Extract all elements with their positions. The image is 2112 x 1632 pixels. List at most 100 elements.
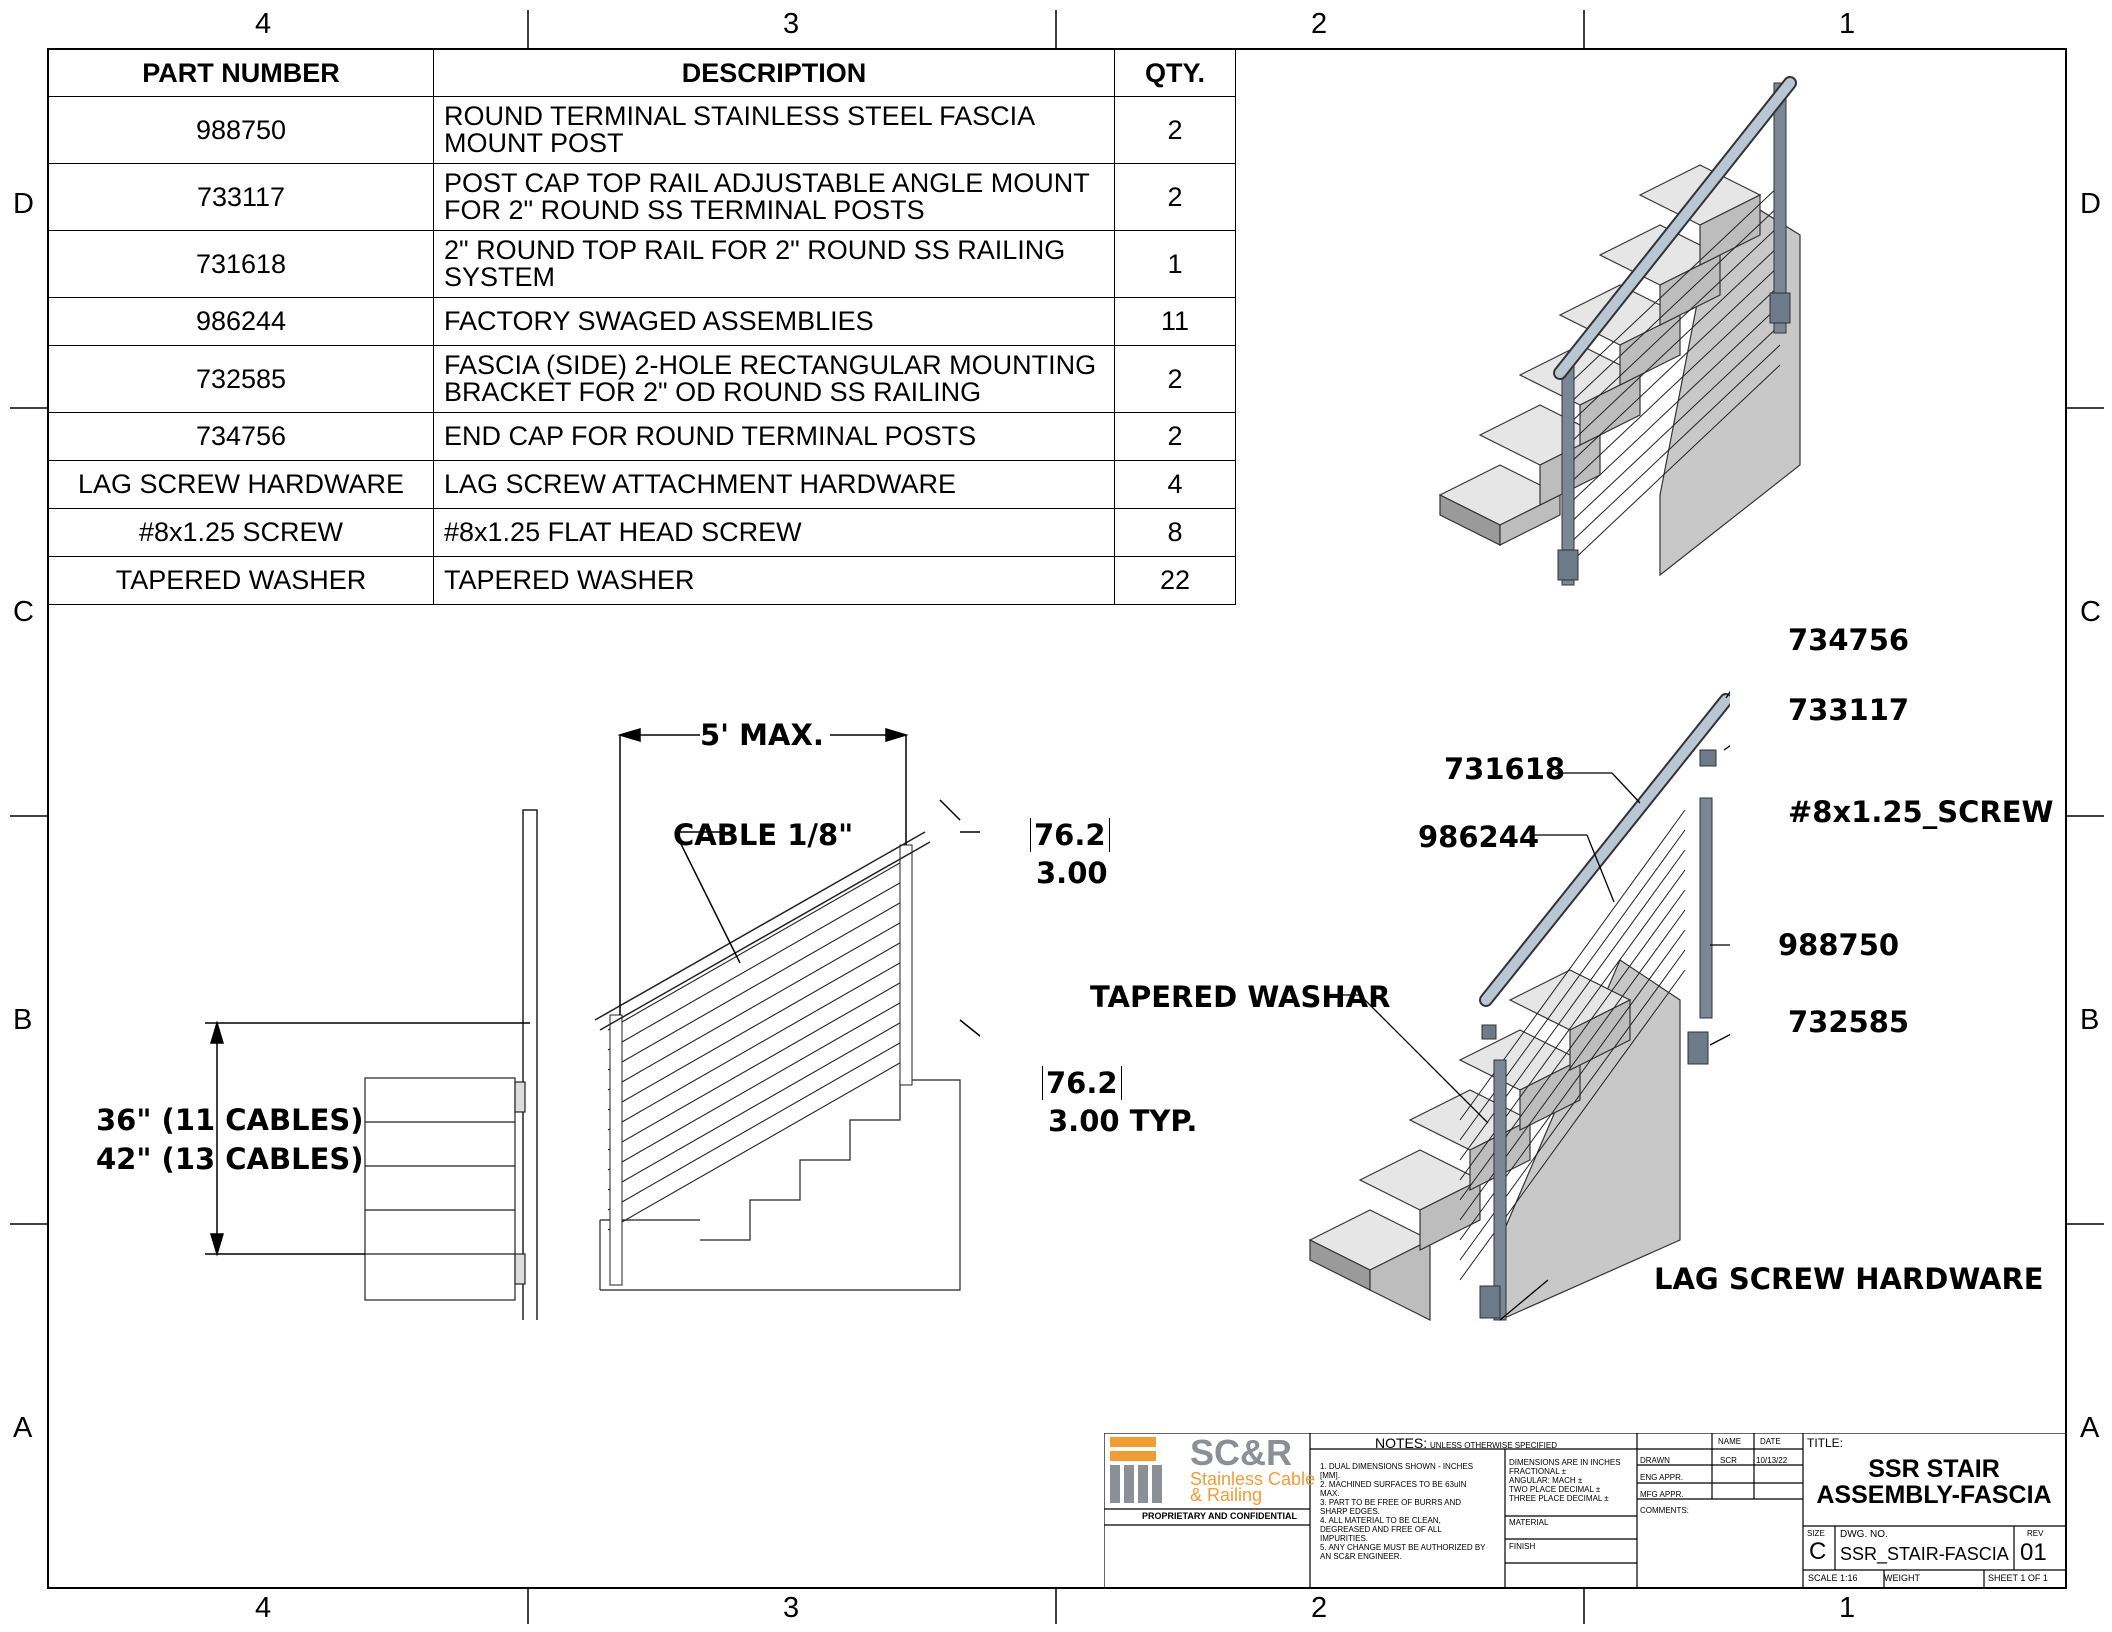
note-item: 4. ALL MATERIAL TO BE CLEAN, DEGREASED A… — [1320, 1516, 1442, 1543]
bom-qty: 2 — [1114, 96, 1236, 164]
bom-qty: 4 — [1114, 460, 1236, 509]
bom-header-row: PART NUMBER DESCRIPTION QTY. — [48, 49, 1236, 97]
bom-qty: 2 — [1114, 345, 1236, 413]
tolerance-list: DIMENSIONS ARE IN INCHES FRACTIONAL ± AN… — [1509, 1458, 1635, 1503]
exploded-view — [1308, 690, 1730, 1321]
dim-height-36: 36" (11 CABLES) — [96, 1103, 364, 1137]
zone-col-3-top: 3 — [783, 8, 800, 40]
sheet-label: SHEET 1 OF 1 — [1988, 1573, 2048, 1583]
proprietary-label: PROPRIETARY AND CONFIDENTIAL — [1142, 1511, 1298, 1521]
logo-subtitle-1: Stainless Cable — [1190, 1469, 1316, 1489]
elevation-view — [205, 727, 980, 1320]
callout-tapered-washer: TAPERED WASHAR — [1090, 980, 1391, 1014]
zone-row-a-left: A — [13, 1412, 33, 1444]
callout-733117: 733117 — [1788, 693, 1910, 727]
title-block-frame — [1104, 1433, 2066, 1588]
logo-subtitle-2: & Railing — [1190, 1485, 1263, 1505]
zone-col-4-top: 4 — [255, 8, 272, 40]
bom-description: ROUND TERMINAL STAINLESS STEEL FASCIA MO… — [433, 96, 1115, 164]
callout-734756: 734756 — [1788, 623, 1910, 657]
bom-qty: 11 — [1114, 297, 1236, 346]
finish-label: FINISH — [1509, 1542, 1536, 1551]
bom-description: TAPERED WASHER — [433, 556, 1115, 605]
bom-description: END CAP FOR ROUND TERMINAL POSTS — [433, 412, 1115, 461]
bom-description: #8x1.25 FLAT HEAD SCREW — [433, 508, 1115, 557]
bom-part-number: 732585 — [48, 345, 434, 413]
revision: 01 — [2020, 1539, 2047, 1566]
drawing-title-line-2: ASSEMBLY-FASCIA — [1816, 1481, 2052, 1509]
isometric-assembled-view — [1438, 76, 1801, 586]
bom-qty: 8 — [1114, 508, 1236, 557]
top-rail — [1555, 78, 1795, 378]
bom-description: POST CAP TOP RAIL ADJUSTABLE ANGLE MOUNT… — [433, 163, 1115, 231]
note-item: 5. ANY CHANGE MUST BE AUTHORIZED BY AN S… — [1320, 1543, 1486, 1561]
dwg-no: SSR_STAIR-FASCIA — [1840, 1544, 2009, 1564]
drawn-name: SCR — [1720, 1456, 1737, 1465]
zone-row-b-left: B — [13, 1004, 33, 1036]
zone-row-a-right: A — [2080, 1412, 2100, 1444]
bom-part-number: 986244 — [48, 297, 434, 346]
tolerance-item: FRACTIONAL ± — [1509, 1467, 1566, 1476]
callout-732585: 732585 — [1788, 1005, 1910, 1039]
notes-list: 1. DUAL DIMENSIONS SHOWN - INCHES [MM]. … — [1320, 1462, 1488, 1561]
bom-description: 2" ROUND TOP RAIL FOR 2" ROUND SS RAILIN… — [433, 230, 1115, 298]
drawn-date: 10/13/22 — [1756, 1456, 1788, 1465]
zone-col-1-bottom: 1 — [1839, 1592, 1856, 1624]
material-label: MATERIAL — [1509, 1518, 1549, 1527]
dim-max-span: 5' MAX. — [700, 718, 824, 752]
rev-label: REV — [2027, 1529, 2044, 1538]
tolerance-item: TWO PLACE DECIMAL ± — [1509, 1485, 1601, 1494]
size-label: SIZE — [1807, 1529, 1825, 1538]
bom-qty: 2 — [1114, 163, 1236, 231]
post-right — [1773, 82, 1787, 334]
note-item: 2. MACHINED SURFACES TO BE 63uIN MAX. — [1320, 1480, 1467, 1498]
callout-lag-screw: LAG SCREW HARDWARE — [1654, 1262, 2044, 1296]
tolerance-item: ANGULAR: MACH ± — [1509, 1476, 1583, 1485]
tolerance-item: DIMENSIONS ARE IN INCHES — [1509, 1458, 1621, 1467]
dim-top-mm: 76.2 — [1030, 818, 1110, 852]
zone-col-4-bottom: 4 — [255, 1592, 272, 1624]
note-item: 1. DUAL DIMENSIONS SHOWN - INCHES [MM]. — [1320, 1462, 1474, 1480]
callout-986244: 986244 — [1418, 820, 1540, 854]
notes-title: NOTES: — [1375, 1435, 1428, 1451]
drawing-title: SSR STAIR ASSEMBLY-FASCIA — [1803, 1456, 2065, 1508]
drawing-title-line-1: SSR STAIR — [1868, 1455, 2000, 1483]
bom-part-number: 733117 — [48, 163, 434, 231]
note-item: 3. PART TO BE FREE OF BURRS AND SHARP ED… — [1320, 1498, 1462, 1516]
zone-row-c-right: C — [2080, 596, 2101, 628]
dwg-no-label: DWG. NO. — [1840, 1529, 1888, 1540]
bom-description: FACTORY SWAGED ASSEMBLIES — [433, 297, 1115, 346]
weight-label: WEIGHT — [1884, 1573, 1920, 1583]
cables — [1567, 184, 1781, 566]
name-header: NAME — [1718, 1437, 1742, 1446]
zone-row-c-left: C — [13, 596, 34, 628]
zone-col-2-bottom: 2 — [1311, 1592, 1328, 1624]
zone-row-d-left: D — [13, 188, 34, 220]
callout-988750: 988750 — [1778, 928, 1900, 962]
bom-header-part: PART NUMBER — [48, 49, 434, 97]
zone-col-3-bottom: 3 — [783, 1592, 800, 1624]
dim-cable-size: CABLE 1/8" — [673, 818, 854, 852]
tolerance-item: THREE PLACE DECIMAL ± — [1509, 1494, 1609, 1503]
zone-row-b-right: B — [2080, 1004, 2100, 1036]
zone-row-d-right: D — [2080, 188, 2101, 220]
notes-unless: UNLESS OTHERWISE SPECIFIED — [1430, 1441, 1557, 1450]
bom-part-number: TAPERED WASHER — [48, 556, 434, 605]
date-header: DATE — [1760, 1437, 1781, 1446]
bom-part-number: #8x1.25 SCREW — [48, 508, 434, 557]
bom-qty: 22 — [1114, 556, 1236, 605]
drawn-label: DRAWN — [1640, 1456, 1670, 1465]
bom-part-number: LAG SCREW HARDWARE — [48, 460, 434, 509]
bom-description: FASCIA (SIDE) 2-HOLE RECTANGULAR MOUNTIN… — [433, 345, 1115, 413]
scale-label: SCALE 1:16 — [1808, 1573, 1858, 1583]
dim-height-42: 42" (13 CABLES) — [96, 1142, 364, 1176]
logo-text: SC&R — [1190, 1432, 1293, 1473]
